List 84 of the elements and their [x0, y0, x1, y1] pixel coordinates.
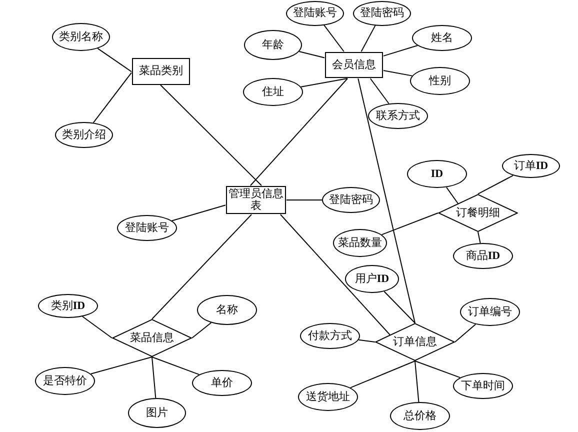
attribute-label: 单价: [211, 376, 233, 390]
connector-line: [478, 232, 481, 244]
connector-line: [414, 360, 461, 378]
entity-box: [132, 58, 190, 84]
entity-label: 菜品类别: [139, 64, 183, 78]
attribute-ellipse: [52, 23, 110, 51]
connector-line: [82, 316, 112, 338]
connector-line: [300, 78, 348, 88]
attribute-label: 性别: [429, 74, 451, 88]
attribute-ellipse: [333, 229, 387, 257]
attribute-ellipse: [38, 294, 98, 318]
attribute-label: 是否特价: [43, 374, 87, 388]
attribute-label: 类别ID: [50, 300, 86, 312]
entity-box: [325, 52, 383, 78]
connector-line: [358, 339, 376, 342]
connector-line: [171, 204, 226, 222]
connector-line: [454, 324, 476, 342]
attribute-label: 图片: [146, 406, 168, 420]
connector-line: [92, 72, 132, 124]
attribute-label: 类别名称: [59, 30, 103, 44]
relationship-label: 订餐明细: [456, 206, 500, 220]
attribute-label: 下单时间: [461, 380, 505, 392]
connector-line: [414, 360, 420, 402]
connector-line: [384, 291, 416, 324]
connector-line: [350, 360, 416, 388]
attribute-label: 姓名: [431, 32, 453, 44]
attribute-ellipse: [300, 323, 360, 349]
attribute-ellipse: [368, 103, 428, 129]
attribute-label: 年龄: [262, 38, 284, 52]
connector-line: [381, 212, 438, 236]
entity-label: 管理员信息表: [228, 188, 284, 212]
attribute-ellipse: [453, 373, 513, 399]
attribute-label: ID: [430, 168, 444, 180]
connector-line: [152, 214, 252, 320]
attribute-ellipse: [55, 122, 113, 148]
connector-line: [160, 84, 262, 186]
attribute-label: 登陆账号: [125, 222, 169, 234]
attribute-label: 订单ID: [514, 160, 548, 172]
attribute-label: 总价格: [404, 410, 436, 422]
attribute-label: 商品ID: [466, 250, 500, 262]
relationship-diamond: [112, 319, 192, 357]
connector-line: [478, 174, 514, 194]
attribute-label: 菜品数量: [338, 236, 382, 250]
attribute-label: 用户ID: [354, 272, 390, 286]
attribute-ellipse: [345, 265, 399, 293]
attribute-label: 付款方式: [308, 330, 352, 342]
connector-line: [280, 214, 390, 336]
attribute-ellipse: [502, 154, 560, 178]
attribute-ellipse: [298, 383, 358, 411]
attribute-ellipse: [244, 30, 302, 60]
attribute-label: 订单编号: [468, 306, 512, 318]
relationship-label: 菜品信息: [130, 332, 174, 344]
connector-line: [446, 186, 458, 204]
attribute-label: 送货地址: [306, 390, 350, 404]
connector-line: [298, 50, 325, 58]
attribute-ellipse: [128, 398, 186, 428]
attribute-ellipse: [412, 25, 472, 51]
attribute-label: 联系方式: [376, 110, 420, 122]
connector-line: [323, 24, 344, 52]
connector-line: [383, 70, 413, 76]
connector-line: [383, 45, 418, 56]
connector-line: [192, 322, 212, 338]
attribute-ellipse: [453, 243, 513, 269]
attribute-label: 名称: [216, 304, 238, 316]
attribute-label: 登陆密码: [360, 6, 404, 20]
connector-line: [152, 356, 156, 398]
attribute-ellipse: [322, 187, 380, 213]
attribute-ellipse: [117, 215, 177, 241]
attribute-ellipse: [35, 367, 95, 395]
connector-line: [360, 24, 376, 52]
relationship-diamond: [375, 323, 455, 361]
attribute-label: 类别介绍: [62, 128, 106, 142]
relationship-label: 订单信息: [393, 336, 437, 348]
connector-line: [152, 356, 200, 376]
connector-line: [370, 78, 390, 104]
entity-label: 会员信息: [332, 58, 376, 72]
attribute-label: 住址: [262, 86, 284, 98]
attribute-ellipse: [192, 370, 252, 396]
connector-line: [250, 78, 348, 186]
relationship-diamond: [438, 194, 518, 232]
attribute-label: 登陆密码: [329, 194, 373, 206]
connector-line: [358, 78, 416, 324]
attribute-label: 登陆账号: [293, 6, 337, 20]
connector-line: [90, 356, 152, 374]
